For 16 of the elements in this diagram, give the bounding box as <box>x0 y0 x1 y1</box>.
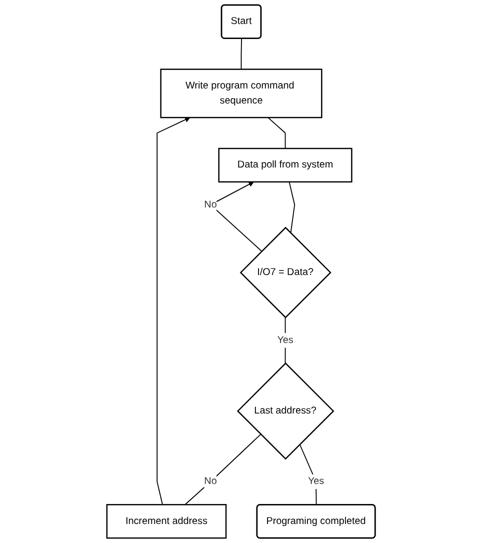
connector <box>288 181 296 234</box>
edge-label: Yes <box>277 334 294 346</box>
edge-label: No <box>204 199 217 210</box>
connector <box>268 117 286 149</box>
connector <box>240 38 242 70</box>
connector <box>284 317 286 364</box>
edge-label: Yes <box>308 476 324 487</box>
node-diamond: Last address? <box>236 362 334 460</box>
edge-label: No <box>204 476 217 487</box>
node-diamond: I/O7 = Data? <box>240 226 332 318</box>
arrow <box>156 117 190 506</box>
node-box: Increment address <box>106 504 227 539</box>
connector <box>299 444 317 506</box>
node-box: Data poll from system <box>218 148 352 182</box>
connector <box>184 434 262 506</box>
node-box: Write program command sequence <box>160 68 322 118</box>
